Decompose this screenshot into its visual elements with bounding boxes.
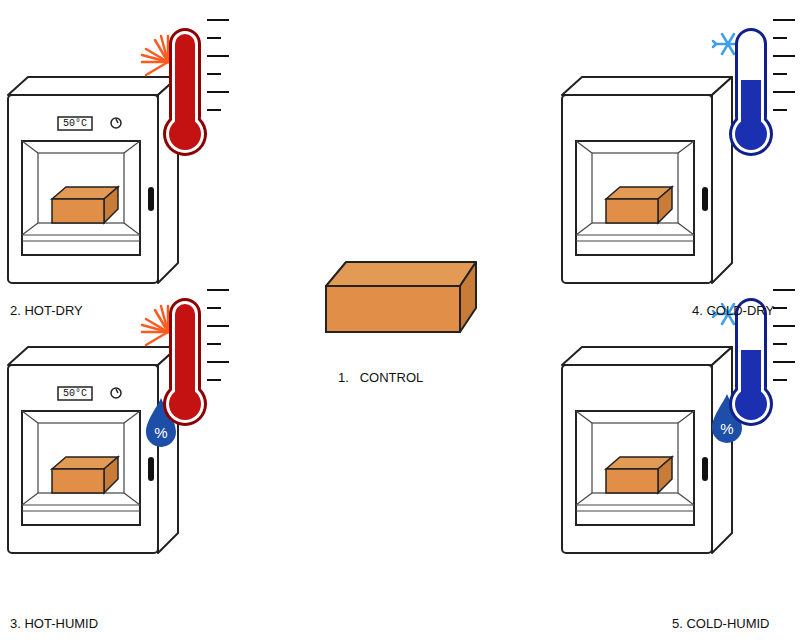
climate-chamber — [562, 347, 732, 553]
thermometer-hot — [163, 28, 207, 156]
climate-chamber — [8, 347, 178, 553]
sample-caption: 3. HOT-HUMID — [10, 616, 98, 632]
control-sample — [326, 262, 476, 332]
temperature-display: 50°C — [58, 387, 92, 400]
climate-chamber — [562, 77, 732, 283]
climate-chamber — [8, 77, 178, 283]
thermometer-cold — [729, 28, 773, 156]
sample-caption: 2. HOT-DRY — [10, 303, 83, 319]
sample-caption: 4. COLD-DRY — [692, 303, 774, 319]
temperature-display: 50°C — [58, 117, 92, 130]
sample-caption: 1. CONTROL — [338, 370, 423, 386]
thermometer-hot — [163, 298, 207, 426]
sample-caption: 5. COLD-HUMID — [672, 616, 770, 632]
humidity-symbol: % — [146, 424, 176, 442]
humidity-symbol: % — [712, 420, 742, 438]
